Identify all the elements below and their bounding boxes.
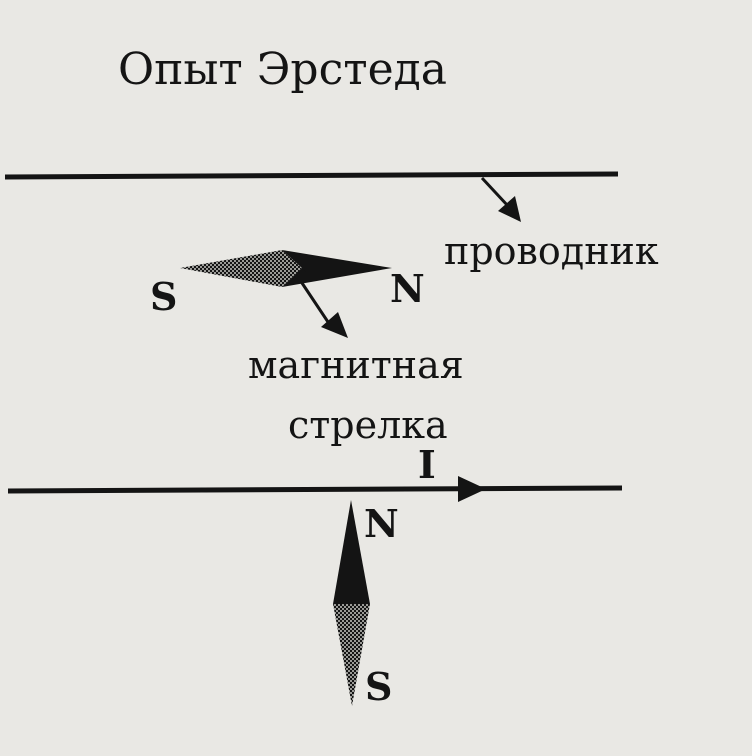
bottom-needle-north-half (333, 500, 370, 604)
top-needle-north-half (282, 250, 392, 287)
top-needle-south-label: S (150, 274, 178, 319)
conductor-wire-top (4, 171, 619, 180)
bottom-needle-south-half (333, 604, 370, 706)
needle-label-line1: магнитная (248, 343, 464, 387)
top-needle-pivot (296, 270, 308, 282)
conductor-pointer-arrowhead (498, 196, 521, 222)
current-label: I (418, 442, 436, 487)
needle-pointer-line (298, 279, 330, 323)
bottom-needle-north-label: N (364, 501, 399, 546)
conductor-label: проводник (444, 229, 659, 273)
needle-label-line2: стрелка (288, 403, 448, 447)
top-needle-south-half (180, 250, 302, 287)
conductor-wire-bottom (7, 485, 623, 494)
bottom-needle-south-label: S (365, 664, 393, 709)
top-needle-north-label: N (390, 266, 425, 311)
current-direction-arrowhead (458, 476, 486, 502)
conductor-pointer-line (480, 176, 510, 208)
needle-pointer-arrowhead (321, 312, 348, 338)
diagram-title: Опыт Эрстеда (118, 44, 447, 95)
